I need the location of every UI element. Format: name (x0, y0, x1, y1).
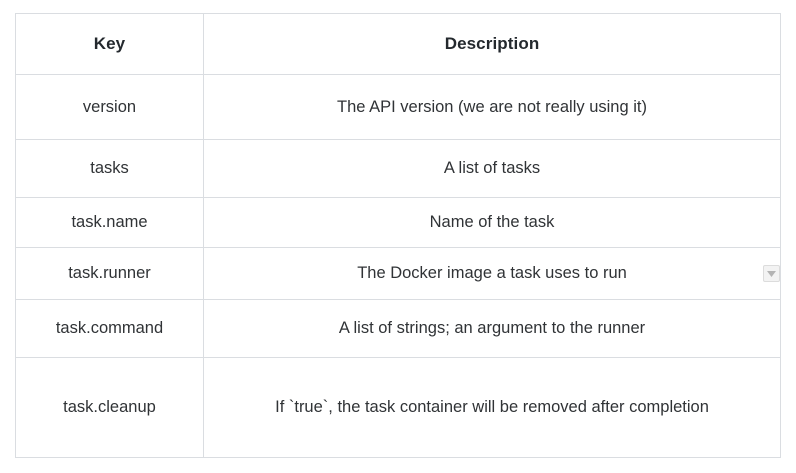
table-row: version The API version (we are not real… (15, 74, 781, 140)
column-header-key: Key (15, 13, 204, 75)
cell-description: The API version (we are not really using… (203, 74, 781, 140)
cell-key: task.name (15, 197, 204, 248)
cell-key: tasks (15, 139, 204, 198)
table-row: task.name Name of the task (15, 197, 781, 248)
chevron-down-icon[interactable] (763, 265, 780, 282)
cell-key: task.cleanup (15, 357, 204, 458)
table-body: version The API version (we are not real… (15, 74, 781, 458)
cell-key: task.runner (15, 247, 204, 300)
cell-description: If `true`, the task container will be re… (203, 357, 781, 458)
key-description-table-container: Key Description version The API version … (15, 13, 781, 458)
cell-key: task.command (15, 299, 204, 358)
table-header-row: Key Description (15, 13, 781, 75)
table-row: tasks A list of tasks (15, 139, 781, 198)
table-row: task.runner The Docker image a task uses… (15, 247, 781, 300)
table-row: task.cleanup If `true`, the task contain… (15, 357, 781, 458)
table-header: Key Description (15, 13, 781, 75)
cell-description: The Docker image a task uses to run (203, 247, 781, 300)
cell-key: version (15, 74, 204, 140)
column-header-description: Description (203, 13, 781, 75)
cell-description: A list of tasks (203, 139, 781, 198)
key-description-table: Key Description version The API version … (15, 13, 781, 458)
cell-description: Name of the task (203, 197, 781, 248)
cell-description: A list of strings; an argument to the ru… (203, 299, 781, 358)
table-row: task.command A list of strings; an argum… (15, 299, 781, 358)
